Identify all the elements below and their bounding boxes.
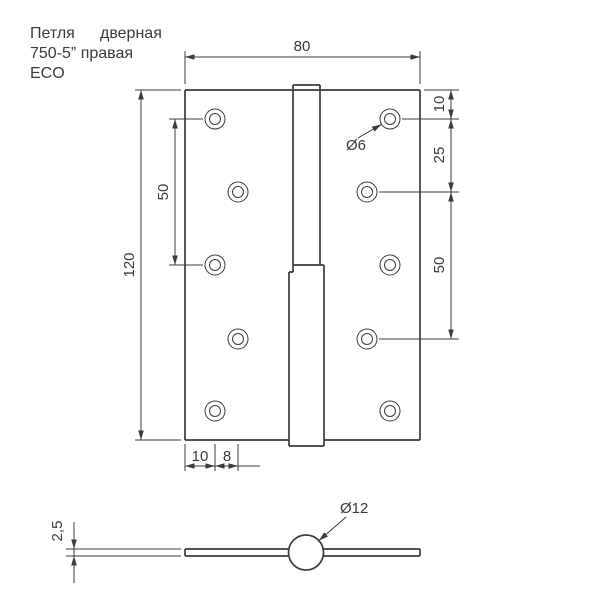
knuckle-pin [288,84,325,447]
callout-hole-diameter: Ø6 [346,123,382,154]
title-word-2: дверная [100,25,162,42]
dim-col-offset-value: 10 [192,448,209,465]
dim-right-span-value: 50 [431,257,448,274]
plate-edge [184,548,421,557]
hole-diameter-value: Ø6 [346,137,366,154]
dim-width-value: 80 [294,38,311,55]
ext-lines [169,118,203,266]
dim-left-span-value: 50 [155,184,172,201]
title-line-3: ECO [30,65,65,82]
ext-lines [66,548,181,557]
dim-top-offset-value: 10 [431,96,448,113]
screw-hole [227,181,249,203]
screw-hole [379,400,401,422]
front-view [184,84,421,447]
dim-row-gap-value: 25 [431,147,448,164]
ext-lines [184,51,421,84]
dim-height-value: 120 [121,252,138,277]
dim-width: 80 [184,38,421,84]
dim-left-span: 50 [155,118,203,266]
dim-thickness-value: 2,5 [49,521,66,542]
screw-hole [379,254,401,276]
screw-hole [379,108,401,130]
dim-height: 120 [121,89,181,441]
title-line-2: 750-5” правая [30,45,133,62]
ext-lines [379,89,459,340]
screw-hole [204,108,226,130]
screw-hole [204,400,226,422]
leader-line [357,123,382,139]
knuckle-diameter-value: Ø12 [340,500,368,517]
dim-right-chain: 10 25 50 [379,89,459,340]
title-block: Петля дверная 750-5” правая ECO [30,25,162,82]
screw-hole [356,328,378,350]
bottom-view: Ø12 [184,500,421,571]
screw-hole [204,254,226,276]
dim-bottom-chain: 10 8 [184,444,260,471]
screw-hole [356,181,378,203]
title-word-1: Петля [30,25,75,42]
knuckle-circle [287,534,325,571]
dim-thickness: 2,5 [49,521,181,583]
leader-line [318,516,347,541]
dim-col-gap-value: 8 [223,448,231,465]
screw-hole [227,328,249,350]
